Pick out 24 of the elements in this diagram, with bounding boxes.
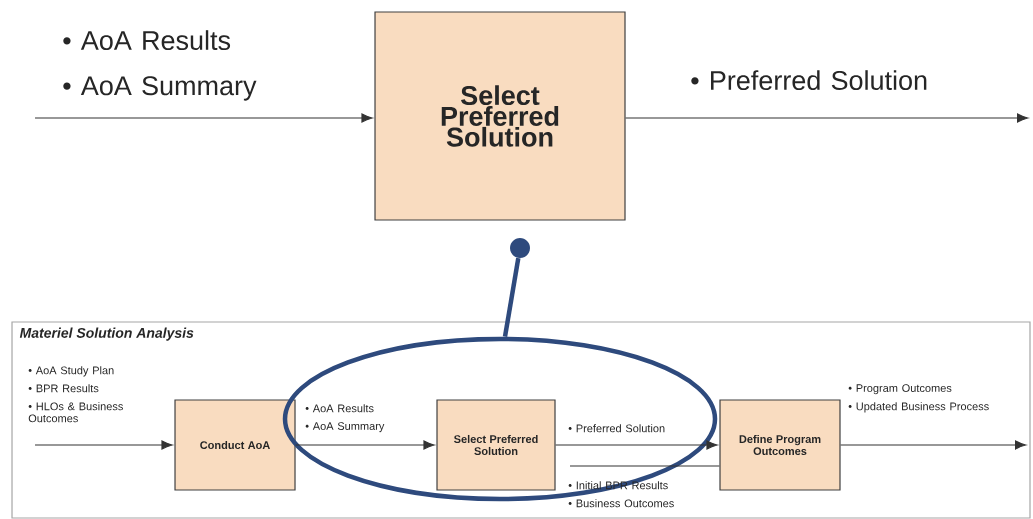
bullet-item: • Program Outcomes xyxy=(848,384,952,395)
connector-dot xyxy=(510,238,530,258)
bullet-item: • BPR Results xyxy=(28,384,99,393)
bullet-item: • AoA Study Plan xyxy=(28,366,114,377)
leader-line xyxy=(502,257,521,338)
bullet-item: • Preferred Solution xyxy=(691,70,927,91)
process-box: Define Program Outcomes xyxy=(719,399,841,491)
arrow xyxy=(34,440,173,450)
process-box: Select Preferred Solution xyxy=(374,11,626,221)
line xyxy=(569,465,720,467)
process-box: Select Preferred Solution xyxy=(436,399,556,491)
arrow xyxy=(34,113,373,123)
bullet-item: • AoA Results xyxy=(305,404,374,413)
bullet-item: • AoA Summary xyxy=(63,76,257,101)
process-box: Conduct AoA xyxy=(174,399,296,491)
bullet-item: • Business Outcomes xyxy=(568,499,674,508)
bullet-item: • AoA Summary xyxy=(305,422,385,433)
arrow xyxy=(840,440,1027,450)
bullet-item: • Preferred Solution xyxy=(568,424,665,433)
arrow xyxy=(555,440,718,450)
bullet-item: • AoA Results xyxy=(63,30,231,51)
arrow xyxy=(295,440,435,450)
arrow xyxy=(625,113,1029,123)
bullet-item: • HLOs & Business Outcomes xyxy=(28,402,123,423)
